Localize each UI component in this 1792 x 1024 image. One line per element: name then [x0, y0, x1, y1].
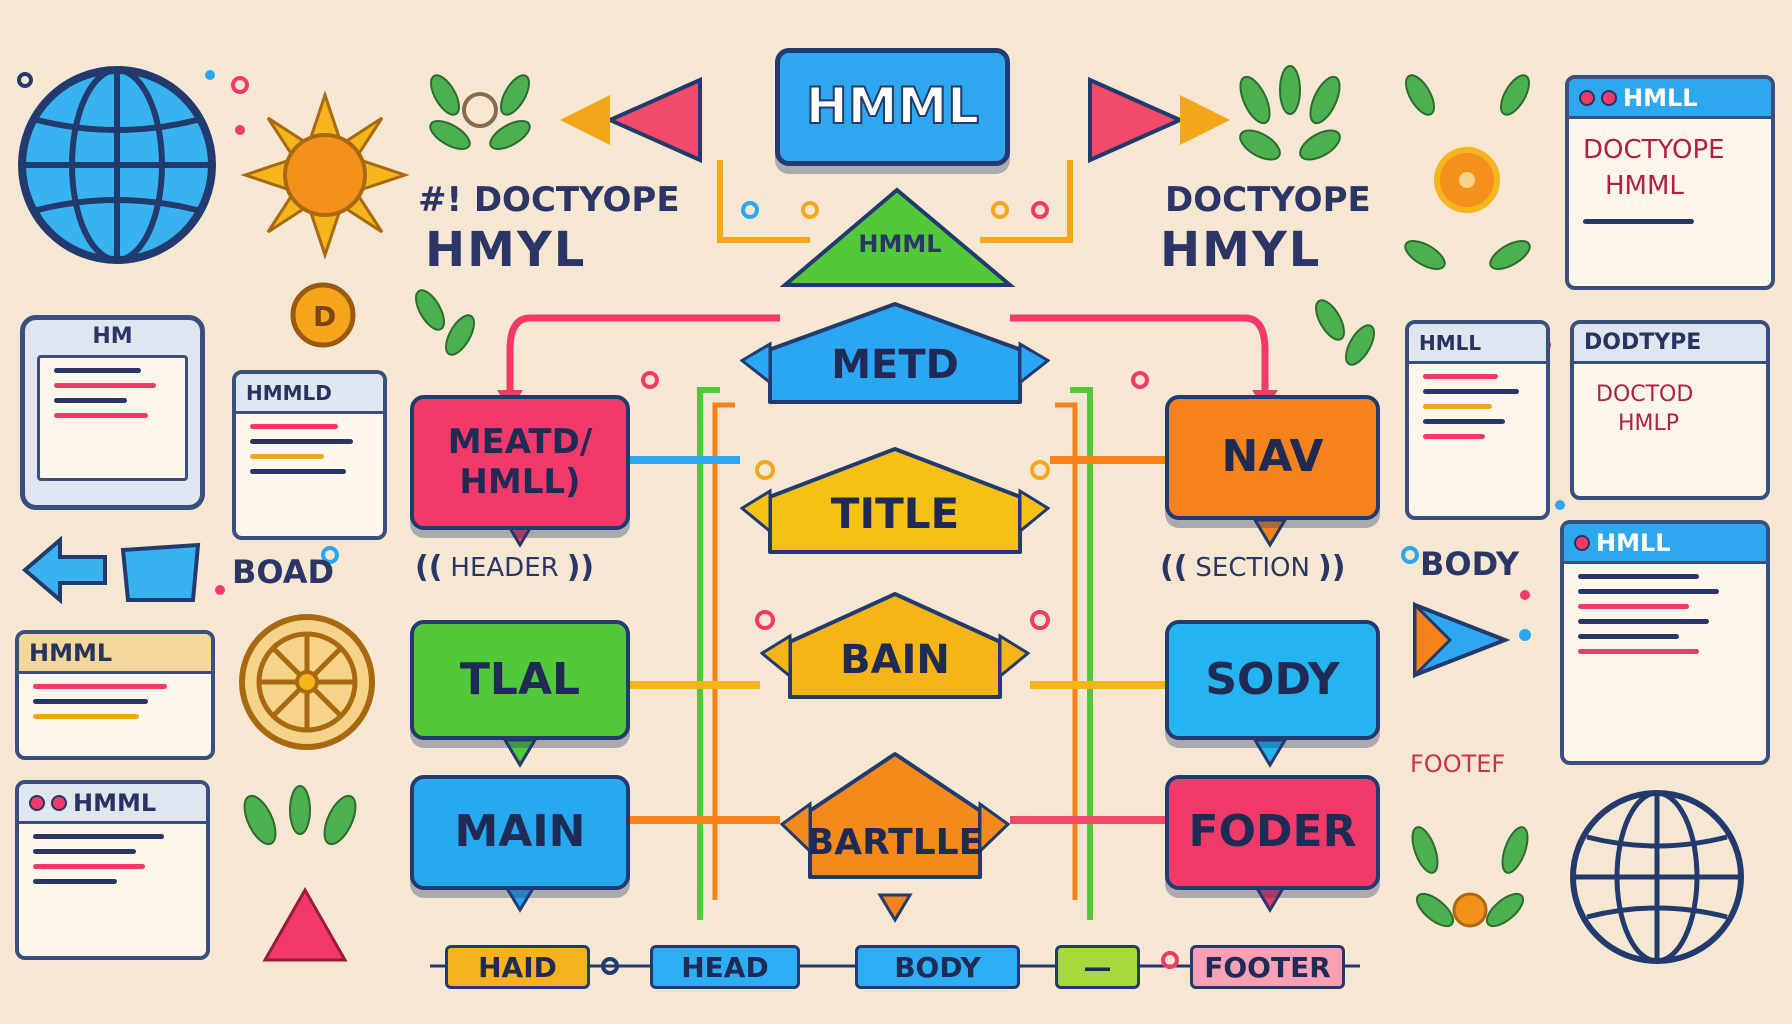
- right-node-foder: FODER: [1165, 775, 1380, 890]
- body-label: BODY: [1420, 545, 1519, 583]
- center-node-label: BAIN: [840, 637, 950, 683]
- left-node-meatd: MEATD/ HMLL): [410, 395, 630, 530]
- center-node-metd: METD: [740, 300, 1050, 410]
- html-window-right-bottom: HMLL: [1560, 520, 1770, 765]
- warning-triangle-icon: [260, 885, 350, 965]
- window-html-text: HMML: [1605, 171, 1684, 201]
- boad-label: BOAD: [232, 553, 335, 591]
- arrow-icon: [20, 535, 110, 605]
- globe-icon: [1565, 785, 1750, 970]
- right-doctype-text: DOCTYOPE: [1165, 180, 1371, 220]
- left-doctype-text: #! DOCTYOPE: [418, 180, 680, 220]
- html-window-left-mid: HMML: [15, 630, 215, 760]
- header-caption: HEADER: [450, 552, 559, 583]
- tablet-window: HM: [20, 315, 205, 510]
- globe-icon: [12, 60, 222, 270]
- svg-text:D: D: [313, 300, 336, 333]
- window-title: DODTYPE: [1574, 324, 1766, 364]
- window-title: HMMLD: [236, 374, 383, 414]
- center-node-label: METD: [831, 342, 959, 388]
- center-node-title: TITLE: [740, 445, 1050, 560]
- window-title: HMML: [73, 788, 157, 817]
- html-window-right-mid-a: HMLL: [1405, 320, 1550, 520]
- window-doctype-text: DOCTYOPE: [1583, 135, 1725, 165]
- left-node-main: MAIN: [410, 775, 630, 890]
- html-window-left-bottom: HMML: [15, 780, 210, 960]
- right-node-nav: NAV: [1165, 395, 1380, 520]
- play-icon: [1405, 595, 1515, 685]
- window-title: HMLL: [1596, 528, 1671, 557]
- tablet-title: HM: [92, 324, 133, 349]
- center-node-bartlle: BARTLLE: [780, 750, 1010, 885]
- window-title: HMML: [19, 634, 211, 674]
- bottom-tag: HAID: [445, 945, 590, 989]
- laurel-icon: [405, 280, 485, 370]
- laurel-icon: [1225, 55, 1355, 165]
- hub-triangle: [779, 185, 1016, 295]
- wheel-icon: [235, 610, 380, 755]
- bottom-tag: BODY: [855, 945, 1020, 989]
- laurel-icon: [1395, 55, 1545, 295]
- left-html-text: HMYL: [425, 222, 587, 278]
- html-window-top-right: HMLL DOCTYOPE HMML: [1565, 75, 1775, 290]
- right-html-text: HMYL: [1160, 222, 1322, 278]
- center-node-label: TITLE: [830, 489, 960, 538]
- html-window-right-mid-b: DODTYPE DOCTOD HMLP: [1570, 320, 1770, 500]
- folder-icon: [118, 540, 203, 605]
- bottom-tag: FOOTER: [1190, 945, 1345, 989]
- right-node-sody: SODY: [1165, 620, 1380, 740]
- html-window-small: HMMLD: [232, 370, 387, 540]
- coin-icon: D: [288, 280, 358, 350]
- window-hmlp-text: HMLP: [1618, 411, 1680, 436]
- hub-label: HMML: [858, 230, 942, 258]
- section-caption: SECTION: [1195, 552, 1310, 583]
- window-doctod-text: DOCTOD: [1596, 382, 1694, 407]
- laurel-icon: [1300, 285, 1390, 375]
- bottom-tag: —: [1055, 945, 1140, 989]
- center-node-label: BARTLLE: [806, 822, 984, 863]
- window-title: HMLL: [1623, 83, 1698, 112]
- sun-icon: [240, 90, 410, 260]
- laurel-icon: [420, 55, 540, 165]
- bottom-tag: HEAD: [650, 945, 800, 989]
- laurel-icon: [1400, 790, 1540, 960]
- laurel-icon: [230, 770, 370, 880]
- html-title-node: HMML: [775, 48, 1010, 166]
- right-caption-group: ((SECTION)): [1160, 550, 1346, 585]
- footer-red-label: FOOTEF: [1410, 750, 1506, 778]
- window-title: HMLL: [1409, 324, 1546, 364]
- center-node-bain: BAIN: [760, 590, 1030, 705]
- left-node-tlal: TLAL: [410, 620, 630, 740]
- left-caption-group: ((HEADER)): [415, 550, 595, 585]
